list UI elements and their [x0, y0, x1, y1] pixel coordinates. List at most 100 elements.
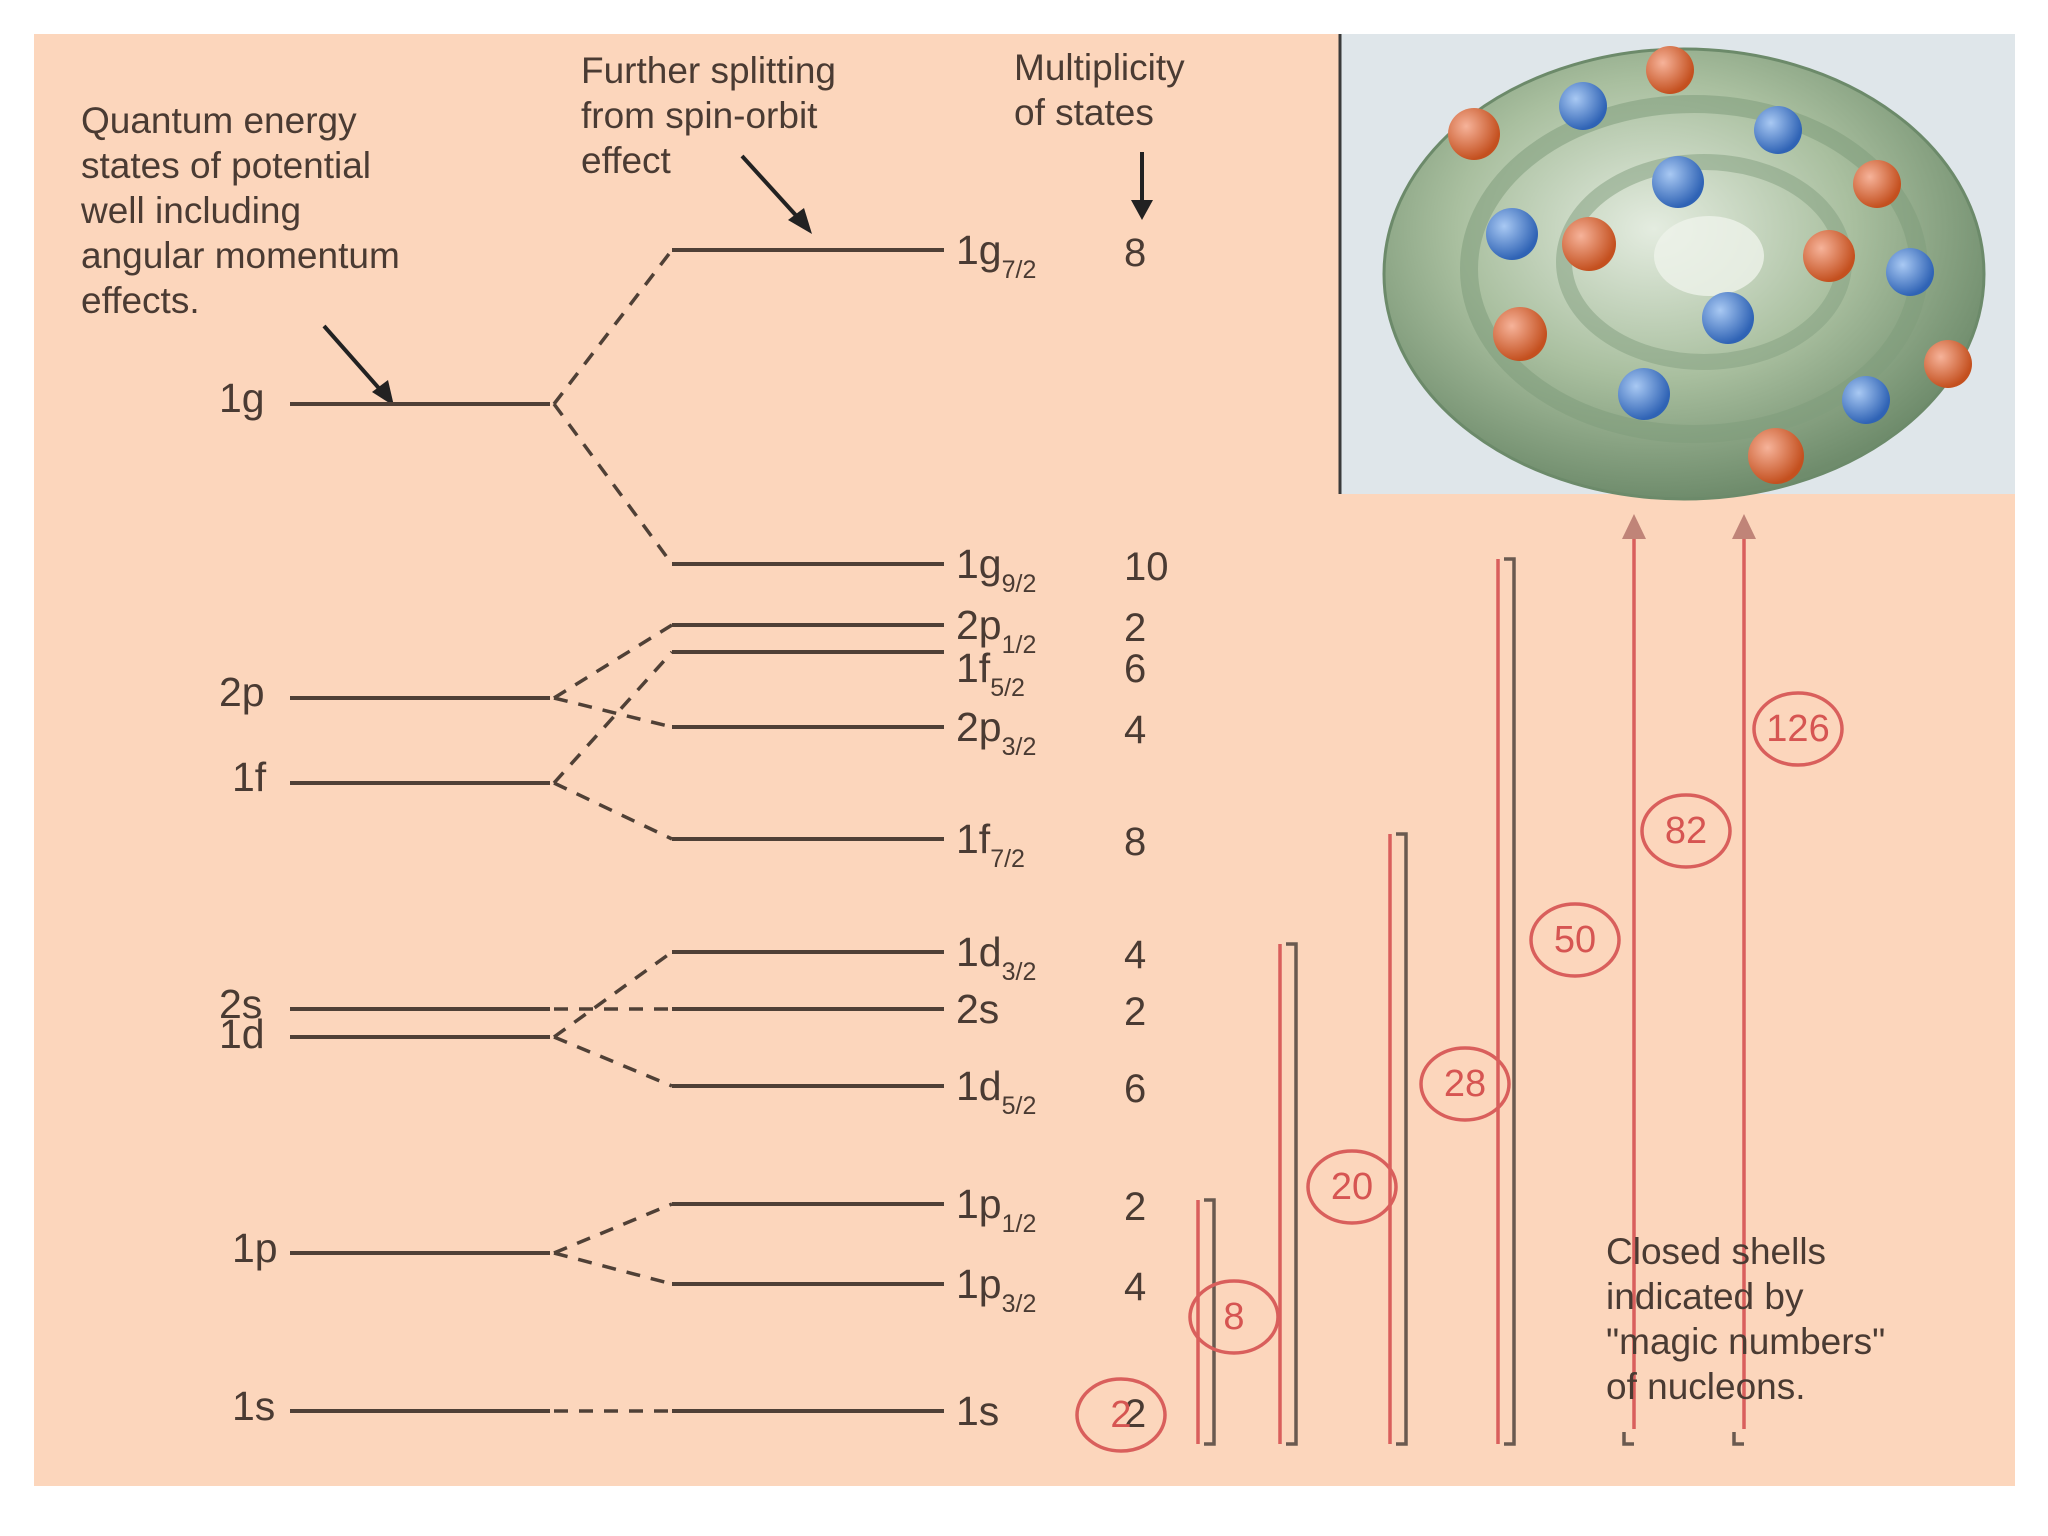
- split-label: 2s: [956, 986, 999, 1032]
- annotation-line: Further splitting: [581, 50, 836, 91]
- shell-brackets: [1204, 557, 1744, 1446]
- annotation-line: of states: [1014, 92, 1154, 133]
- connector-dash: [552, 248, 674, 406]
- magic-number: 82: [1665, 810, 1707, 852]
- up-arrow-icon: [1622, 514, 1646, 539]
- split-label: 1p3/2: [956, 1261, 1036, 1318]
- bracket-tick: [1732, 1432, 1744, 1446]
- neutron-icon: [1754, 106, 1802, 154]
- multiplicity-value: 6: [1124, 1067, 1146, 1111]
- annotation-line: well including: [80, 190, 301, 231]
- neutron-icon: [1486, 208, 1538, 260]
- magic-circle: [1529, 902, 1621, 978]
- pointer-arrow: [740, 154, 804, 224]
- multiplicity-value: 8: [1124, 820, 1146, 864]
- arrowhead-icon: [372, 380, 394, 406]
- level-label-1g: 1g: [219, 375, 265, 421]
- up-arrow-icon: [1732, 514, 1756, 539]
- bracket-shell-8: [1204, 1198, 1216, 1446]
- magic-number: 28: [1444, 1063, 1486, 1105]
- annotation-line: "magic numbers": [1606, 1321, 1885, 1362]
- shell-lines: [1196, 514, 1756, 1444]
- connector-dash: [552, 402, 674, 566]
- annotation-line: angular momentum: [81, 235, 400, 276]
- connector-dash: [553, 781, 673, 841]
- level-label-1f: 1f: [232, 754, 267, 800]
- level-label-1s: 1s: [232, 1383, 275, 1429]
- connector-dash: [553, 1035, 673, 1088]
- split-label: 1d5/2: [956, 1063, 1036, 1120]
- bracket-shell-20: [1286, 942, 1298, 1446]
- proton-icon: [1803, 230, 1855, 282]
- split-label: 1p1/2: [956, 1181, 1036, 1238]
- multiplicity-value: 4: [1124, 933, 1146, 977]
- connector-dash: [553, 1251, 673, 1286]
- neutron-icon: [1618, 368, 1670, 420]
- annotation-multiplicity: Multiplicity of states: [1014, 47, 1185, 220]
- level-label-2s: 2s: [219, 981, 262, 1027]
- unsplit-levels: 1g 2p 1f 2s 1d 1p 1s: [219, 375, 550, 1429]
- magic-circle: [1419, 1046, 1511, 1122]
- annotation-line: from spin-orbit: [581, 95, 818, 136]
- split-level-labels: 1g7/2 1g9/2 2p1/2 1f5/2 2p3/2 1f7/2 1d3/…: [956, 227, 1036, 1434]
- annotation-line: effects.: [81, 280, 200, 321]
- annotation-line: indicated by: [1606, 1276, 1804, 1317]
- multiplicity-value: 2: [1124, 990, 1146, 1034]
- annotation-line: effect: [581, 140, 672, 181]
- level-label-1p: 1p: [232, 1225, 278, 1271]
- proton-icon: [1853, 160, 1901, 208]
- annotation-line: states of potential: [81, 145, 371, 186]
- split-level-lines: [672, 248, 944, 1413]
- magic-number: 2: [1110, 1394, 1131, 1436]
- annotation-line: of nucleons.: [1606, 1366, 1806, 1407]
- diagram-panel: Quantum energy states of potential well …: [34, 34, 2015, 1486]
- split-label: 2p1/2: [956, 602, 1036, 659]
- neutron-icon: [1702, 292, 1754, 344]
- level-label-1d: 1d: [219, 1011, 265, 1057]
- magic-circle: [1188, 1279, 1280, 1355]
- connector-dash: [552, 950, 674, 1039]
- bracket-tick: [1622, 1432, 1634, 1446]
- multiplicity-value: 2: [1124, 1392, 1146, 1436]
- annotation-line: Multiplicity: [1014, 47, 1185, 88]
- proton-icon: [1448, 108, 1500, 160]
- arrowhead-icon: [788, 208, 812, 234]
- neutron-icon: [1559, 82, 1607, 130]
- annotation-line: Quantum energy: [81, 100, 357, 141]
- arrowhead-icon: [1131, 200, 1153, 220]
- proton-icon: [1924, 340, 1972, 388]
- neutron-icon: [1842, 376, 1890, 424]
- magic-circle: [1640, 793, 1732, 869]
- proton-icon: [1493, 307, 1547, 361]
- connector-dash: [552, 650, 674, 785]
- magic-circle: [1075, 1377, 1167, 1453]
- magic-circle: [1306, 1149, 1398, 1225]
- pointer-arrow: [322, 324, 386, 396]
- split-label: 1f7/2: [956, 816, 1025, 873]
- split-label: 1g7/2: [956, 227, 1036, 284]
- magic-number: 8: [1223, 1296, 1244, 1338]
- magic-number: 20: [1331, 1166, 1373, 1208]
- multiplicity-value: 4: [1124, 708, 1146, 752]
- bracket-shell-50: [1504, 557, 1516, 1446]
- splitting-connectors: [552, 248, 674, 1413]
- multiplicity-value: 2: [1124, 606, 1146, 650]
- annotation-closed-shells: Closed shells indicated by "magic number…: [1606, 1231, 1885, 1407]
- multiplicity-column: 8 10 2 6 4 8 4 2 6 2 4 2: [1124, 231, 1169, 1436]
- core: [1654, 216, 1764, 296]
- neutron-icon: [1652, 156, 1704, 208]
- magic-numbers: 2 8 20 28 50 82 126: [1075, 691, 1844, 1453]
- multiplicity-value: 8: [1124, 231, 1146, 275]
- multiplicity-value: 10: [1124, 545, 1169, 589]
- neutron-icon: [1886, 248, 1934, 296]
- multiplicity-value: 2: [1124, 1185, 1146, 1229]
- magic-number: 50: [1554, 919, 1596, 961]
- connector-dash: [553, 696, 673, 729]
- nucleus-illustration: [1338, 34, 2015, 501]
- split-label: 1d3/2: [956, 929, 1036, 986]
- proton-icon: [1646, 46, 1694, 94]
- split-label: 1g9/2: [956, 541, 1036, 598]
- proton-icon: [1562, 217, 1616, 271]
- annotation-line: Closed shells: [1606, 1231, 1826, 1272]
- split-label: 1s: [956, 1388, 999, 1434]
